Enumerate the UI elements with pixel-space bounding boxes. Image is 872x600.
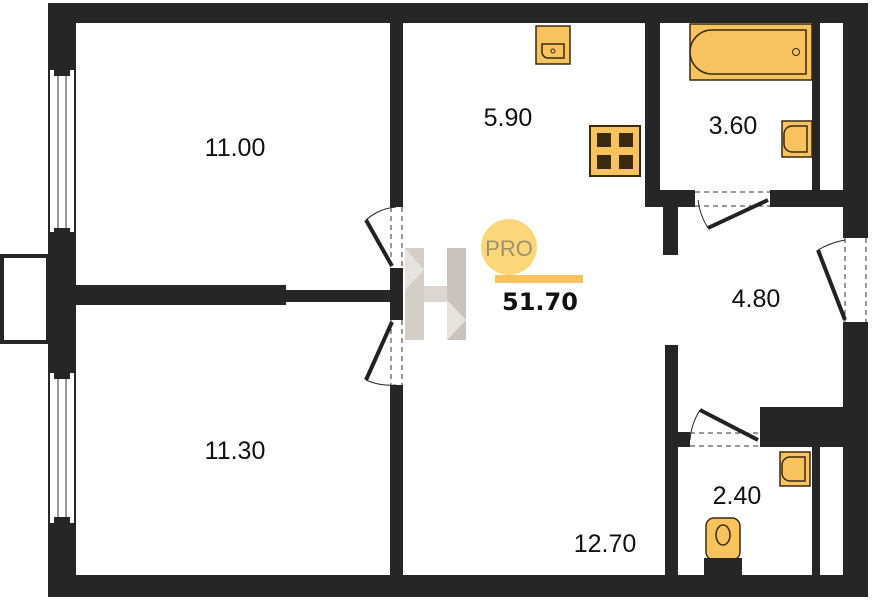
watermark-logo (405, 248, 466, 340)
toilet-sink-icon (779, 451, 811, 487)
stove-icon (589, 125, 641, 177)
pro-badge-text: PRO (485, 236, 533, 261)
bathroom-sink-icon (781, 120, 813, 158)
room-area-toilet: 2.40 (713, 482, 762, 510)
toilet-icon (704, 517, 742, 575)
door-toilet (689, 408, 760, 447)
door-bedroom-2 (364, 320, 403, 386)
room-area-bedroom-2: 11.30 (205, 437, 266, 465)
window-top-left (50, 68, 74, 236)
door-bathroom (695, 191, 770, 230)
kitchen-sink-icon (535, 25, 571, 65)
total-underline (495, 275, 583, 283)
balcony (0, 254, 50, 344)
door-entrance (816, 238, 867, 322)
room-area-hallway: 4.80 (732, 285, 781, 313)
room-area-bedroom-1: 11.00 (205, 134, 266, 162)
room-area-bathroom: 3.60 (709, 112, 758, 140)
total-area: 51.70 (502, 288, 578, 316)
pro-badge (481, 219, 537, 275)
door-bedroom-1 (364, 206, 403, 268)
window-bottom-left (50, 371, 74, 525)
bathtub-icon (689, 23, 813, 81)
room-area-living-room: 12.70 (574, 530, 637, 558)
room-area-kitchen: 5.90 (484, 104, 533, 132)
